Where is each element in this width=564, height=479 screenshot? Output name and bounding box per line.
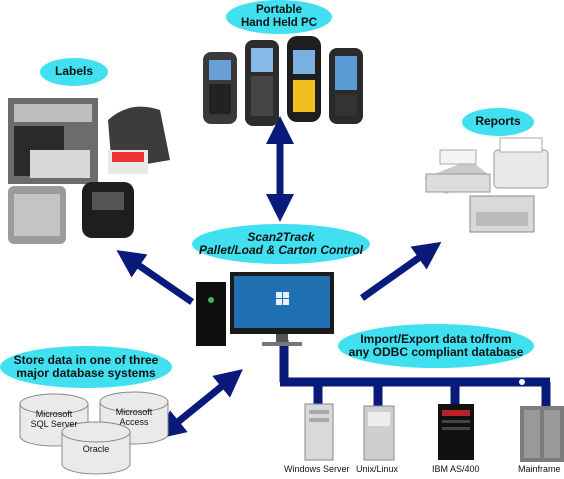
bubble-center-line1: Scan2Track (247, 229, 315, 244)
bubble-import-line2: any ODBC compliant database (348, 345, 524, 359)
bubble-reports-text: Reports (475, 114, 521, 129)
db-label-oracle-text: Oracle (82, 444, 110, 454)
bubble-store-line1: Store data in one of three (13, 352, 159, 367)
db-label-oracle: Oracle (68, 444, 124, 454)
bubble-labels: Labels (40, 58, 108, 86)
db-label-access-line2: Access (119, 416, 149, 427)
bubble-reports: Reports (462, 108, 534, 136)
bubble-center-line2: Pallet/Load & Carton Control (198, 243, 363, 257)
bubble-store: Store data in one of three major databas… (0, 346, 172, 388)
bubble-handheld-line1: Portable (255, 4, 302, 17)
server-label-ibm: IBM AS/400 (432, 464, 480, 474)
bus-terminator (519, 379, 525, 385)
computer-icon (196, 272, 334, 346)
arrow-to-reports (359, 241, 442, 301)
label-printers-icon (8, 98, 170, 244)
db-label-sql: Microsoft SQL Server (26, 409, 82, 430)
handheld-devices-icon (203, 36, 363, 126)
server-icons (304, 403, 564, 462)
arrow-to-labels (116, 250, 194, 305)
report-printers-icon (424, 137, 549, 233)
arrow-to-databases (157, 369, 243, 439)
database-cylinders (19, 391, 169, 475)
server-label-mainframe: Mainframe (518, 464, 561, 474)
bubble-center: Scan2Track Pallet/Load & Carton Control (192, 224, 370, 264)
db-label-access: Microsoft Access (106, 407, 162, 428)
db-label-sql-line1: Microsoft (35, 409, 73, 419)
bubble-store-line2: major database systems (16, 366, 156, 380)
bubble-import-line1: Import/Export data to/from (360, 331, 512, 346)
bubble-handheld-line2: Hand Held PC (240, 17, 318, 29)
bubble-handheld: Portable Hand Held PC (226, 0, 332, 34)
server-label-unix: Unix/Linux (356, 464, 399, 474)
bubble-labels-text: Labels (54, 64, 93, 79)
server-label-windows: Windows Server (284, 464, 350, 474)
bubble-import: Import/Export data to/from any ODBC comp… (338, 324, 534, 368)
db-label-sql-line2: SQL Server (30, 418, 78, 429)
db-label-access-line1: Microsoft (115, 407, 153, 417)
